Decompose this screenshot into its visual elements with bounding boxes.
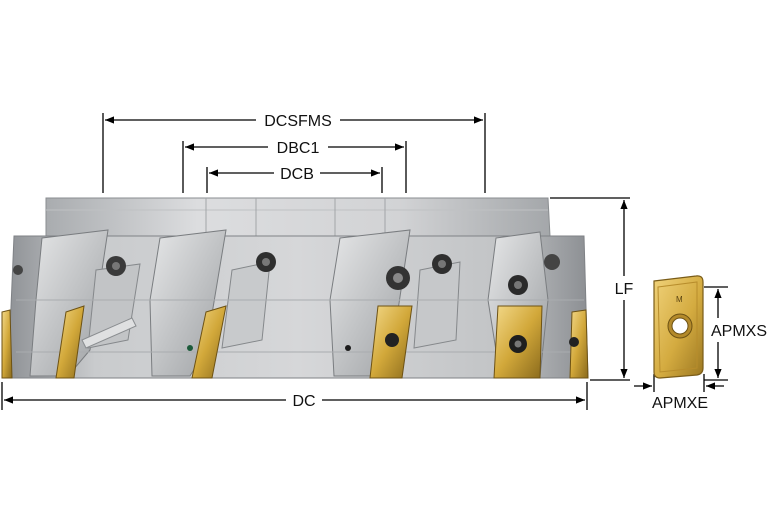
- cutter-inserts: [1, 305, 589, 379]
- apmxs-label: APMXS: [711, 323, 767, 340]
- dimension-labels: DCSFMS DBC1 DCB DC LF APMXS APMXE: [264, 113, 767, 412]
- milling-cutter-body: [7, 197, 589, 379]
- lf-label: LF: [615, 281, 634, 298]
- dbc1-label: DBC1: [277, 140, 320, 157]
- dc-label: DC: [292, 393, 315, 410]
- dimension-lines: [1, 113, 728, 410]
- clamp-screws: [13, 252, 560, 351]
- svg-text:M: M: [676, 295, 683, 304]
- dcsfms-label: DCSFMS: [264, 113, 332, 130]
- apmxe-label: APMXE: [652, 395, 708, 412]
- dcb-label: DCB: [280, 166, 314, 183]
- insert-detail: M: [653, 275, 704, 379]
